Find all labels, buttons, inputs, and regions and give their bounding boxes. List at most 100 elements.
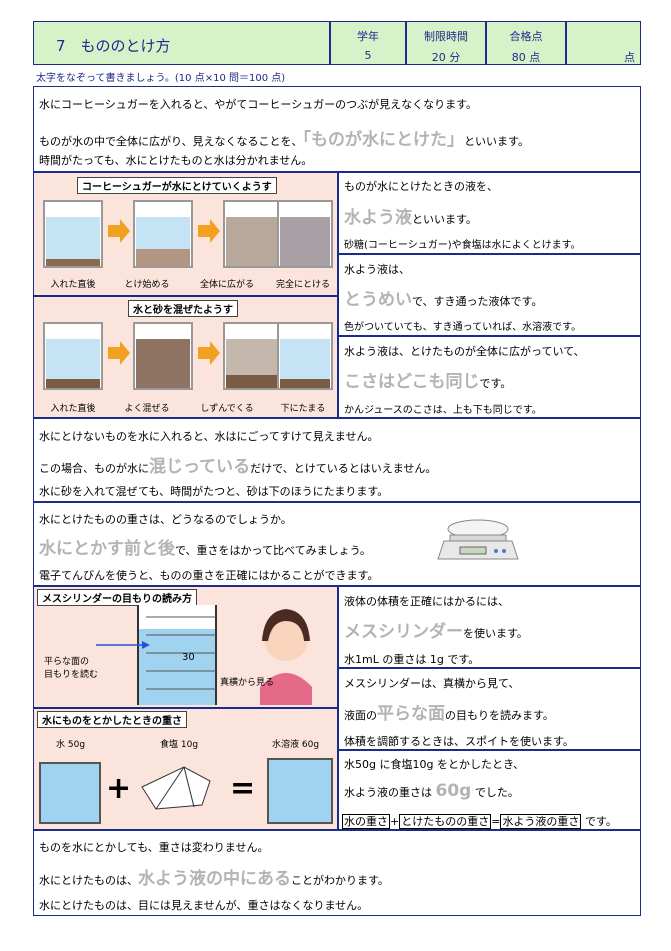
arrow-icon [108, 341, 130, 365]
score-cell[interactable]: 点 [566, 21, 641, 65]
scale-value: 30 [182, 652, 195, 663]
beaker-final [277, 322, 333, 390]
caption: しずんでくる [200, 404, 254, 414]
right-box-d: 液体の体積を正確にはかるには、 メスシリンダーを使います。 水1mL の重さは … [338, 586, 641, 668]
pass-cell: 合格点 80 点 [486, 21, 566, 65]
caption: とけ始める [124, 280, 170, 290]
right-box-e: メスシリンダーは、真横から見て、 液面の平らな面の目もりを読みます。 体積を調節… [338, 668, 641, 750]
arrow-icon [108, 219, 130, 243]
s2-line1: 水にとけないものを水に入れると、水はにごってすけて見えません。 [39, 430, 379, 443]
plus-sign: + [106, 771, 132, 806]
pass-label: 合格点 [509, 30, 543, 43]
s3-line2: 水にとかす前と後で、重さをはかって比べてみましょう。 [39, 539, 371, 559]
section-2: 水にとけないものを水に入れると、水はにごってすけて見えません。 この場合、ものが… [33, 418, 641, 502]
face [264, 617, 308, 661]
caption: 入れた直後 [50, 280, 96, 290]
right-box-a: ものが水にとけたときの液を、 水よう液といいます。 砂糖(コーヒーシュガー)や食… [338, 172, 641, 254]
time-cell: 制限時間 20 分 [406, 21, 486, 65]
caption: よく混ぜる [124, 404, 170, 414]
time-label: 制限時間 [424, 30, 468, 43]
rb-line1: 水よう液は、 [344, 263, 410, 276]
beaker-3 [223, 200, 283, 268]
ra-line3: 砂糖(コーヒーシュガー)や食塩は水によくとけます。 [344, 240, 581, 251]
s1-line3: 時間がたっても、水にとけたものと水は分かれません。 [39, 154, 313, 167]
right-box-f: 水50g に食塩10g をとかしたとき、 水よう液の重さは 60g でした。 水… [338, 750, 641, 830]
rb-line2: とうめいで、すき通った液体です。 [344, 290, 543, 310]
side-note: 真横から見る [220, 678, 275, 688]
weight-title: 水にものをとかしたときの重さ [37, 711, 187, 728]
dissolve-title: コーヒーシュガーが水にとけていくようす [77, 177, 277, 194]
trace-answer[interactable]: 60g [435, 781, 472, 801]
note-line2: 目もりを読む [44, 670, 99, 680]
trace-answer[interactable]: とうめい [344, 290, 412, 310]
grade-value: 5 [364, 49, 372, 62]
trace-answer[interactable]: 水にとかす前と後 [39, 539, 175, 559]
beaker-final [277, 200, 333, 268]
s1-line2: ものが水の中で全体に広がり、見えなくなることを、「ものが水にとけた」といいます。 [39, 130, 529, 150]
rc-line2: こさはどこも同じです。 [344, 372, 512, 392]
trace-answer[interactable]: 「ものが水にとけた」 [302, 130, 465, 150]
beaker-2 [133, 200, 193, 268]
rf-formula: 水の重さ+とけたものの重さ=水よう液の重さ です。 [342, 814, 617, 829]
rd-line2: メスシリンダーを使います。 [344, 622, 528, 642]
s4-line2: 水にとけたものは、水よう液の中にあることがわかります。 [39, 869, 389, 889]
cylinder-panel: メスシリンダーの目もりの読み方 30 平らな面の 目もりを読む 真横から見る [33, 586, 338, 708]
s2-line3: 水に砂を入れて混ぜても、時間がたつと、砂は下のほうにたまります。 [39, 485, 389, 498]
equals-sign: = [230, 771, 256, 806]
section-3: 水にとけたものの重さは、どうなるのでしょうか。 水にとかす前と後で、重さをはかっ… [33, 502, 641, 586]
caption: 入れた直後 [50, 404, 96, 414]
salt-label: 食塩 10g [160, 740, 199, 750]
rd-line3: 水1mL の重さは 1g です。 [344, 653, 480, 666]
trace-answer[interactable]: こさはどこも同じ [344, 372, 480, 392]
s4-line1: ものを水にとかしても、重さは変わりません。 [39, 841, 269, 854]
water-label: 水 50g [56, 740, 86, 750]
trace-answer[interactable]: 混じっている [149, 457, 251, 477]
section-4: ものを水にとかしても、重さは変わりません。 水にとけたものは、水よう液の中にある… [33, 830, 641, 916]
cylinder-title: メスシリンダーの目もりの読み方 [37, 589, 197, 606]
weight-diagram [39, 758, 333, 824]
rf-line2: 水よう液の重さは 60g でした。 [344, 781, 519, 801]
trace-answer[interactable]: メスシリンダー [344, 622, 463, 642]
ra-line1: ものが水にとけたときの液を、 [344, 180, 498, 193]
rd-line1: 液体の体積を正確にはかるには、 [344, 595, 509, 608]
section-1: 水にコーヒーシュガーを入れると、やがてコーヒーシュガーのつぶが見えなくなります。… [33, 86, 641, 172]
rc-line3: かんジュースのこさは、上も下も同じです。 [344, 405, 542, 416]
re-line1: メスシリンダーは、真横から見て、 [344, 677, 520, 690]
rf-line1: 水50g に食塩10g をとかしたとき、 [344, 758, 525, 771]
grade-cell: 学年 5 [330, 21, 406, 65]
trace-answer[interactable]: 平らな面 [377, 704, 445, 724]
arrow-icon [198, 219, 220, 243]
note-line1: 平らな面の [44, 657, 90, 667]
title-cell: 7 もののとけ方 [33, 21, 330, 65]
caption: 全体に広がる [199, 280, 254, 290]
s2-line2: この場合、ものが水に混じっているだけで、とけているとはいえません。 [39, 457, 437, 477]
sand-beakers [43, 322, 310, 390]
cylinder-diagram [96, 605, 312, 705]
arrow-icon [198, 341, 220, 365]
score-unit: 点 [624, 51, 635, 64]
lesson-title: 7 もののとけ方 [56, 37, 171, 55]
dissolve-beakers [43, 200, 310, 268]
re-line2: 液面の平らな面の目もりを読みます。 [344, 704, 554, 724]
sand-title: 水と砂を混ぜたようす [128, 300, 238, 317]
dissolve-panel: コーヒーシュガーが水にとけていくようす 入れた直後 とけ始める 全体に広がる 完… [33, 172, 338, 296]
s1-line1: 水にコーヒーシュガーを入れると、やがてコーヒーシュガーのつぶが見えなくなります。 [39, 98, 478, 111]
ra-line2: 水よう液といいます。 [344, 208, 477, 228]
s3-line1: 水にとけたものの重さは、どうなるのでしょうか。 [39, 513, 292, 526]
s4-line3: 水にとけたものは、目には見えませんが、重さはなくなりません。 [39, 899, 369, 912]
re-line3: 体積を調節するときは、スポイトを使います。 [344, 735, 574, 748]
caption: 下にたまる [280, 404, 326, 414]
right-box-b: 水よう液は、 とうめいで、すき通った液体です。 色がついていても、すき通っていれ… [338, 254, 641, 336]
time-value: 20 分 [431, 51, 461, 64]
sand-panel: 水と砂を混ぜたようす 入れた直後 よく混ぜる しずんでくる 下にたまる [33, 296, 338, 418]
solution-label: 水溶液 60g [272, 740, 320, 750]
grade-label: 学年 [357, 30, 379, 43]
rb-line3: 色がついていても、すき通っていれば、水溶液です。 [344, 322, 582, 333]
s3-line3: 電子てんびんを使うと、ものの重さを正確にはかることができます。 [39, 569, 379, 582]
trace-answer[interactable]: 水よう液 [344, 208, 412, 228]
right-box-c: 水よう液は、とけたものが全体に広がっていて、 こさはどこも同じです。 かんジュー… [338, 336, 641, 418]
weight-panel: 水にものをとかしたときの重さ 水 50g 食塩 10g 水溶液 60g + = [33, 708, 338, 830]
trace-answer[interactable]: 水よう液の中にある [138, 869, 291, 889]
caption: 完全にとける [275, 280, 330, 290]
rc-line1: 水よう液は、とけたものが全体に広がっていて、 [344, 345, 585, 358]
